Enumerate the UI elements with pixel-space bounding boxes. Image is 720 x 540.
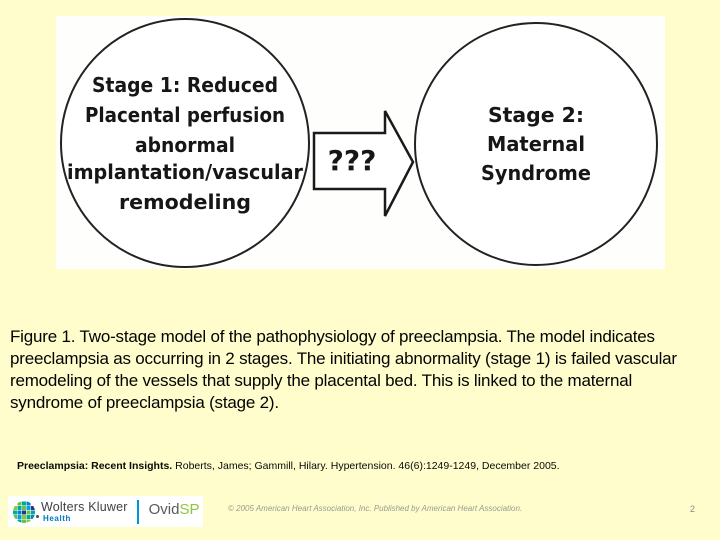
figure-diagram-panel: Stage 1: Reduced Placental perfusion abn…: [56, 16, 665, 269]
stage1-label: Stage 1: Reduced Placental perfusion abn…: [67, 73, 303, 214]
two-stage-model-diagram: Stage 1: Reduced Placental perfusion abn…: [60, 18, 658, 268]
sp-wordmark: SP: [179, 501, 200, 518]
citation-title: Preeclampsia: Recent Insights.: [17, 460, 173, 472]
right-arrow-shape: [312, 110, 415, 217]
figure-caption: Figure 1. Two-stage model of the pathoph…: [10, 327, 677, 412]
wolters-kluwer-icon: [13, 501, 35, 523]
ovidsp-logo: OvidSP: [149, 502, 200, 517]
wolters-kluwer-logo: Wolters Kluwer Health: [41, 499, 128, 523]
stage1-line1: Stage 1: Reduced: [92, 73, 278, 97]
stage1-line4: implantation/vascular: [67, 160, 303, 184]
stage1-line2: Placental perfusion: [85, 103, 285, 127]
stage2-label: Stage 2: Maternal Syndrome: [481, 103, 591, 185]
page-number: 2: [690, 504, 696, 514]
ovid-wordmark: Ovid: [148, 501, 180, 518]
copyright-text: © 2005 American Heart Association, Inc. …: [228, 504, 523, 513]
stage2-circle: [414, 22, 658, 266]
footer-logo-box: Wolters Kluwer Health OvidSP: [8, 496, 203, 527]
stage1-line5: remodeling: [119, 190, 251, 214]
citation-details: Roberts, James; Gammill, Hilary. Hyperte…: [172, 460, 560, 472]
citation: Preeclampsia: Recent Insights. Roberts, …: [17, 460, 560, 472]
stage2-line3: Syndrome: [481, 161, 591, 185]
logo-divider: [136, 499, 139, 524]
logo-period-dot: [36, 515, 39, 518]
arrow-question-label: ???: [328, 144, 377, 177]
wolters-kluwer-health-label: Health: [43, 513, 72, 523]
stage2-line1: Stage 2:: [488, 103, 584, 127]
stage2-line2: Maternal: [487, 132, 585, 156]
stage1-line3: abnormal: [135, 133, 235, 157]
wolters-kluwer-wordmark: Wolters Kluwer: [41, 499, 128, 514]
stage1-circle: [60, 18, 310, 268]
